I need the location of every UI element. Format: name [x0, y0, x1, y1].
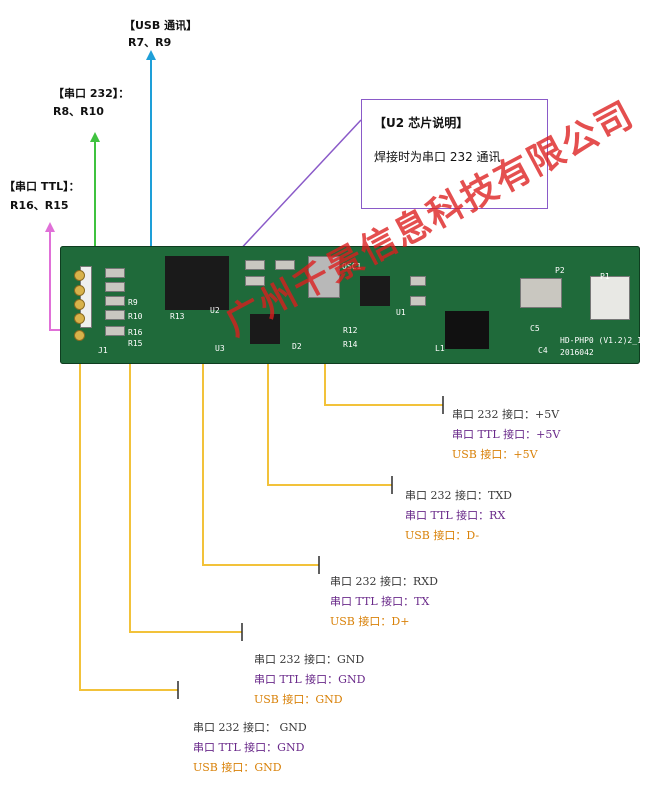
inductor-l1 — [445, 311, 489, 349]
pin4-usb: USB 接口：GND — [254, 693, 343, 706]
smd-part — [245, 260, 265, 270]
pin-group-3: 串口 232 接口：RXD 串口 TTL 接口：TX USB 接口：D+ — [330, 572, 438, 632]
header-pin — [74, 285, 85, 296]
smd-part — [105, 296, 125, 306]
pin-group-5: 串口 232 接口： GND 串口 TTL 接口：GND USB 接口：GND — [193, 718, 307, 778]
pin3-usb: USB 接口：D+ — [330, 615, 410, 628]
silk-r12: R12 — [343, 326, 358, 335]
silk-d2: D2 — [292, 342, 302, 351]
pin4-ttl: 串口 TTL 接口：GND — [254, 673, 366, 686]
header-pin — [74, 270, 85, 281]
pin2-usb: USB 接口：D- — [405, 529, 480, 542]
pin-group-1: 串口 232 接口：+5V 串口 TTL 接口：+5V USB 接口：+5V — [452, 405, 560, 465]
u1-chip — [360, 276, 390, 306]
rs232-label-resistors: R8、R10 — [53, 105, 104, 118]
silk-r15: R15 — [128, 339, 143, 348]
pin5-usb: USB 接口：GND — [193, 761, 282, 774]
u2-note-box: 【U2 芯片说明】 焊接时为串口 232 通讯 — [361, 99, 548, 209]
silk-osc1: OSC1 — [342, 262, 362, 271]
smd-part — [245, 276, 265, 286]
pin3-ttl: 串口 TTL 接口：TX — [330, 595, 430, 608]
crystal-oscillator — [308, 256, 340, 298]
smd-part — [105, 282, 125, 292]
u2-note-description: 焊接时为串口 232 通讯 — [374, 150, 501, 164]
header-pin — [74, 299, 85, 310]
silk-model: HD-PHP0 (V1.2)2_1 — [560, 336, 642, 345]
ttl-label-resistors: R16、R15 — [10, 199, 69, 212]
u2-note-title: 【U2 芯片说明】 — [374, 116, 469, 130]
silk-u1: U1 — [396, 308, 406, 317]
silk-date: 2016042 — [560, 348, 594, 357]
header-strip — [80, 266, 92, 328]
pin3-rs232: 串口 232 接口：RXD — [330, 575, 438, 588]
smd-part — [410, 276, 426, 286]
silk-c4: C4 — [538, 346, 548, 355]
smd-part — [105, 326, 125, 336]
smd-part — [275, 260, 295, 270]
ttl-label-title: 【串口 TTL】： — [4, 180, 80, 193]
pin2-ttl: 串口 TTL 接口：RX — [405, 509, 506, 522]
u2-chip — [165, 256, 229, 310]
silk-r10: R10 — [128, 312, 143, 321]
silk-j1: J1 — [98, 346, 108, 355]
smd-part — [105, 310, 125, 320]
connector-housing — [520, 278, 562, 308]
pin5-ttl: 串口 TTL 接口：GND — [193, 741, 305, 754]
silk-r9: R9 — [128, 298, 138, 307]
silk-p2: P2 — [555, 266, 565, 275]
silk-r16: R16 — [128, 328, 143, 337]
pin1-ttl: 串口 TTL 接口：+5V — [452, 428, 561, 441]
silk-l1: L1 — [435, 344, 445, 353]
p1-connector — [590, 276, 630, 320]
pin4-rs232: 串口 232 接口：GND — [254, 653, 365, 666]
silk-p1: P1 — [600, 272, 610, 281]
silk-u3: U3 — [215, 344, 225, 353]
silk-r13: R13 — [170, 312, 185, 321]
pin5-rs232: 串口 232 接口： GND — [193, 721, 307, 734]
smd-part — [105, 268, 125, 278]
silk-r14: R14 — [343, 340, 358, 349]
header-pin — [74, 313, 85, 324]
u3-chip — [250, 314, 280, 344]
usb-label-title: 【USB 通讯】 — [124, 19, 198, 32]
usb-label-resistors: R7、R9 — [128, 36, 172, 49]
rs232-label-title: 【串口 232】： — [53, 87, 130, 100]
smd-part — [410, 296, 426, 306]
silk-u2: U2 — [210, 306, 220, 315]
silk-c5: C5 — [530, 324, 540, 333]
pin-group-4: 串口 232 接口：GND 串口 TTL 接口：GND USB 接口：GND — [254, 650, 365, 710]
pcb-board: R10 R9 R16 R15 J1 R13 U2 U3 D2 OSC1 U1 R… — [60, 246, 642, 364]
pin2-rs232: 串口 232 接口：TXD — [405, 489, 512, 502]
pin1-rs232: 串口 232 接口：+5V — [452, 408, 560, 421]
pin1-usb: USB 接口：+5V — [452, 448, 538, 461]
pin-group-2: 串口 232 接口：TXD 串口 TTL 接口：RX USB 接口：D- — [405, 486, 512, 546]
header-pin — [74, 330, 85, 341]
